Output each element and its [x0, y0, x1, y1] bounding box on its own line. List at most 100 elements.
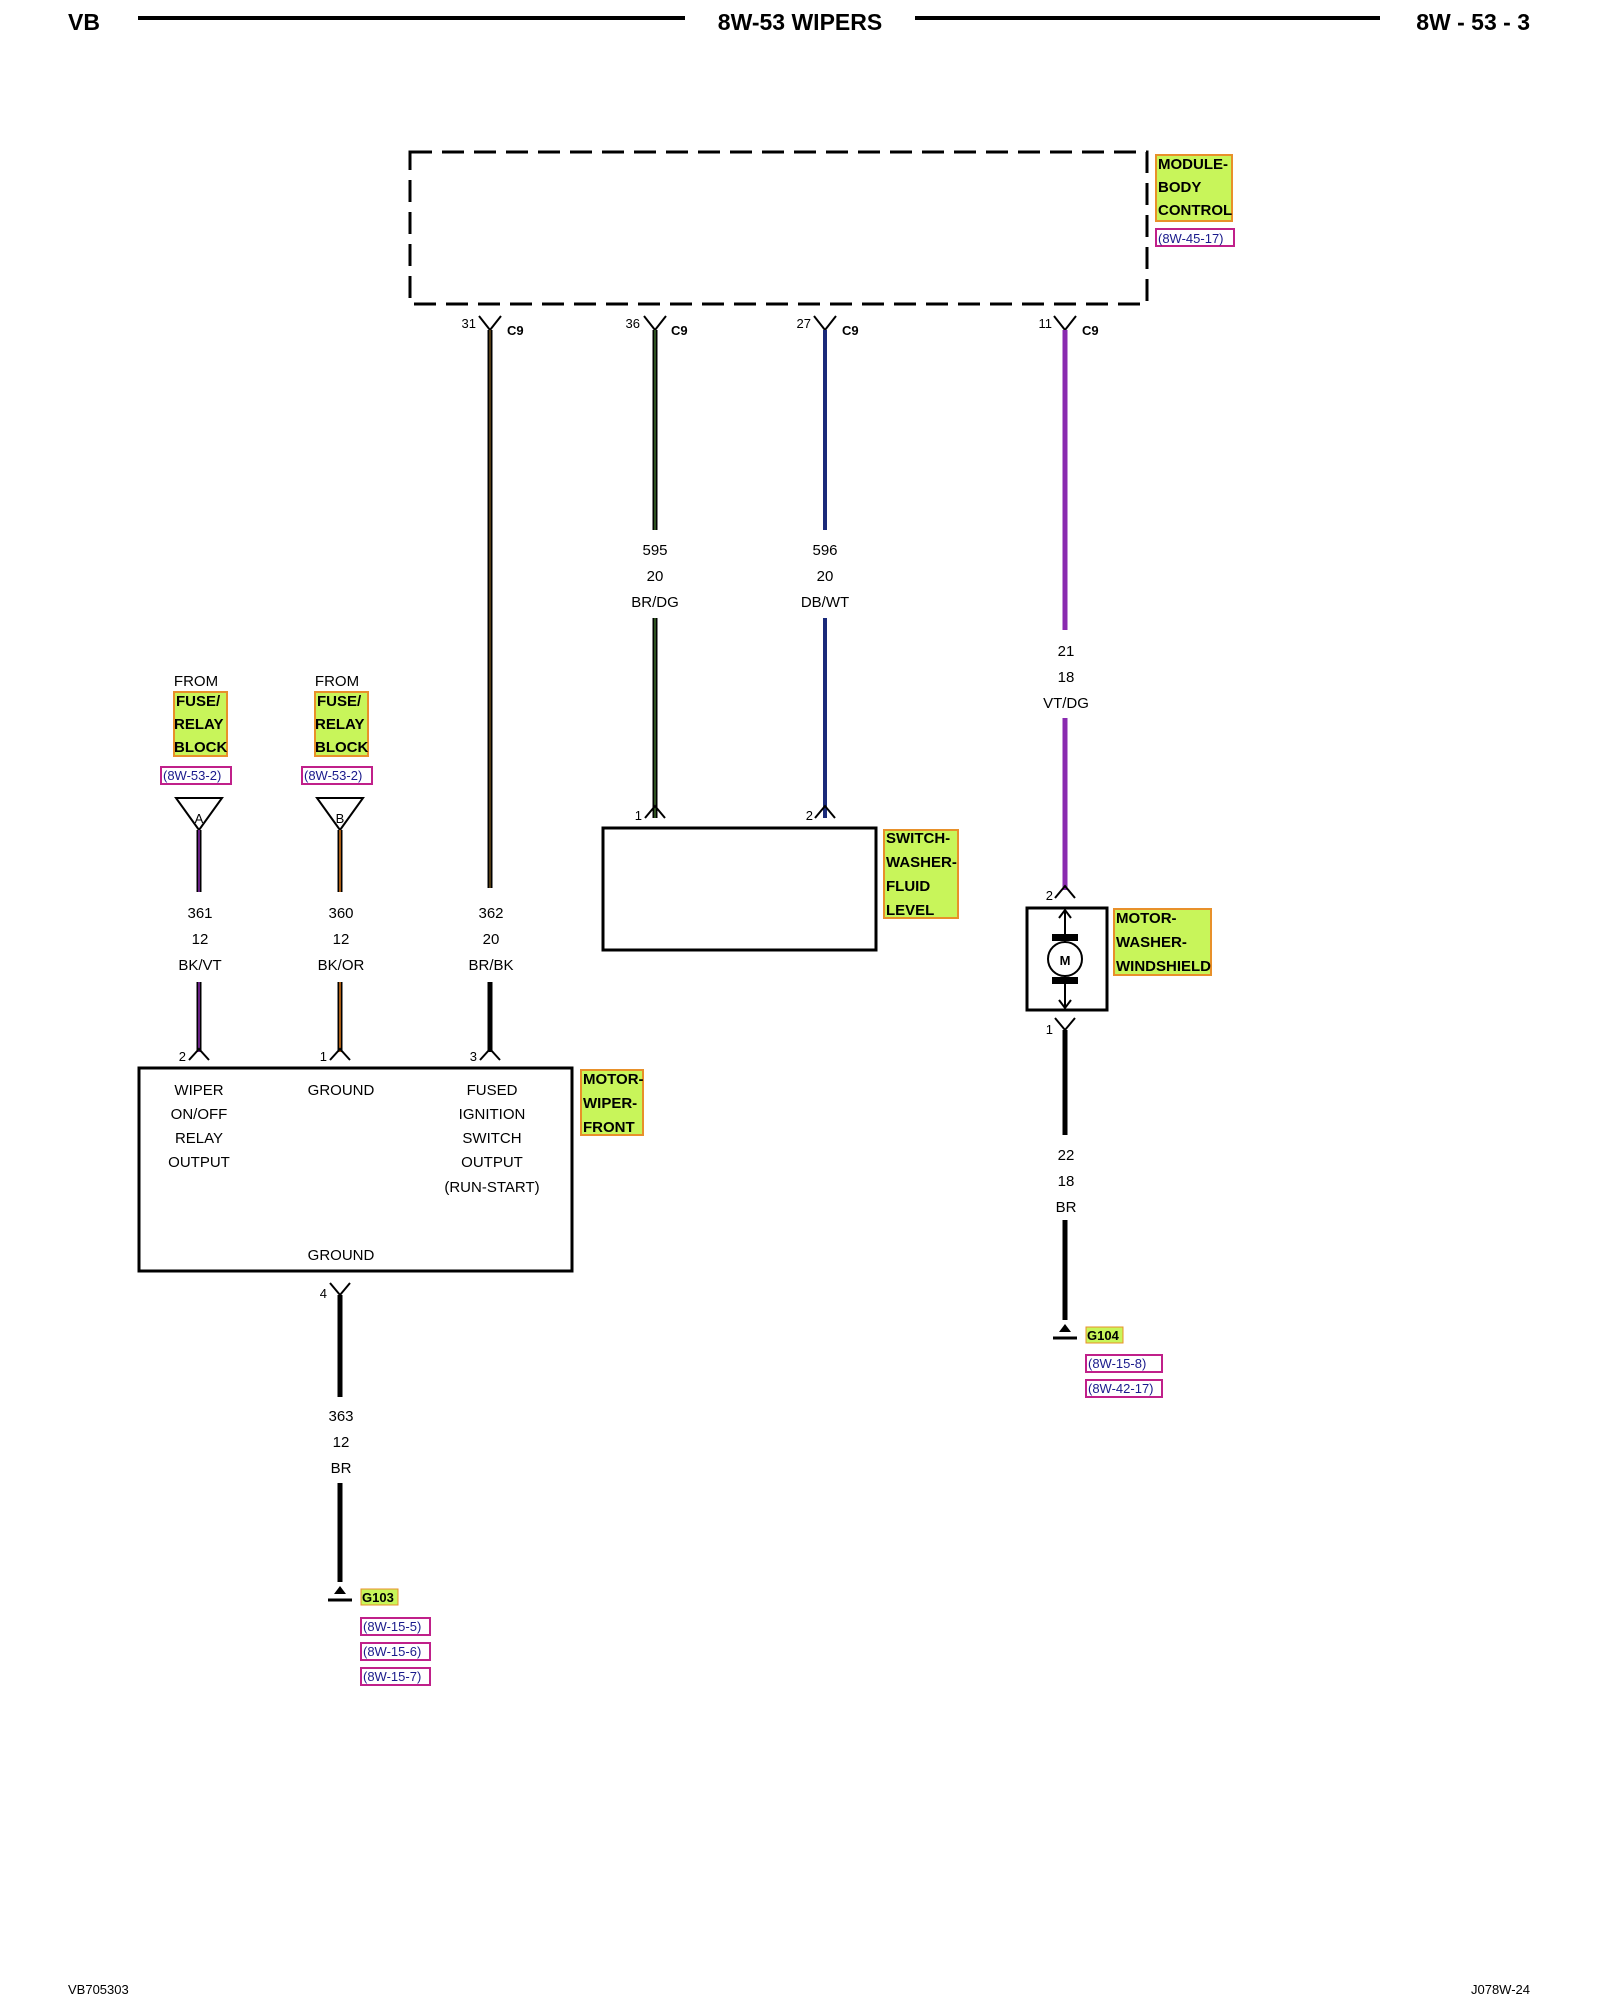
svg-text:(8W-45-17): (8W-45-17) [1158, 231, 1224, 246]
wire-363-label: 363 12 BR [328, 1408, 353, 1477]
wire-596-label: 596 20 DB/WT [801, 542, 849, 611]
svg-text:BODY: BODY [1158, 179, 1201, 196]
washer-motor-symbol: M [1047, 908, 1083, 1010]
wiper-motor-box [137, 1066, 574, 1273]
svg-text:(8W-42-17): (8W-42-17) [1088, 1381, 1154, 1396]
wire-361-label: 361 12 BK/VT [178, 905, 221, 974]
wiper-motor-pin-2: 2 [179, 1047, 210, 1064]
svg-text:G104: G104 [1087, 1328, 1120, 1343]
svg-text:20: 20 [647, 568, 664, 585]
module-reference[interactable]: (8W-45-17) [1155, 228, 1235, 247]
footer-right: J078W-24 [1471, 1982, 1530, 1997]
svg-text:FLUID: FLUID [886, 878, 930, 895]
svg-text:OUTPUT: OUTPUT [168, 1154, 230, 1171]
module-body-control-box [408, 150, 1149, 306]
washer-motor-label: MOTOR- WASHER- WINDSHIELD [1113, 908, 1212, 976]
svg-text:BLOCK: BLOCK [315, 739, 368, 756]
svg-text:RELAY: RELAY [175, 1130, 223, 1147]
svg-text:12: 12 [192, 931, 209, 948]
svg-text:BR: BR [331, 1460, 352, 1477]
g103-reference-2[interactable]: (8W-15-6) [360, 1642, 431, 1661]
module-pin-11: 11 C9 [1039, 315, 1099, 338]
svg-text:M: M [1060, 953, 1071, 968]
svg-text:(8W-15-5): (8W-15-5) [363, 1619, 421, 1634]
fuse-a-reference[interactable]: (8W-53-2) [160, 766, 232, 785]
wiper-motor-pin-4: 4 [320, 1282, 351, 1301]
g104-reference-1[interactable]: (8W-15-8) [1085, 1354, 1163, 1373]
svg-text:BK/VT: BK/VT [178, 957, 221, 974]
svg-text:DB/WT: DB/WT [801, 594, 849, 611]
g103-reference-3[interactable]: (8W-15-7) [360, 1667, 431, 1686]
svg-text:BR/BK: BR/BK [468, 957, 513, 974]
switch-pin-1: 1 [635, 804, 666, 823]
svg-text:G103: G103 [362, 1590, 394, 1605]
svg-text:1: 1 [635, 808, 642, 823]
svg-text:OUTPUT: OUTPUT [461, 1154, 523, 1171]
svg-text:(8W-15-7): (8W-15-7) [363, 1669, 421, 1684]
svg-text:LEVEL: LEVEL [886, 902, 934, 919]
svg-text:FUSE/: FUSE/ [317, 693, 362, 710]
svg-text:FUSE/: FUSE/ [176, 693, 221, 710]
washer-motor-pin-2: 2 [1046, 884, 1076, 903]
wire-595-label: 595 20 BR/DG [631, 542, 679, 611]
ground-g104-symbol [1053, 1324, 1077, 1340]
wiper-motor-fn-ignition-output: FUSED IGNITION SWITCH OUTPUT (RUN-START) [444, 1082, 539, 1196]
svg-text:2: 2 [806, 808, 813, 823]
svg-text:B: B [336, 811, 345, 826]
svg-text:2: 2 [179, 1049, 186, 1064]
svg-text:MOTOR-: MOTOR- [1116, 910, 1177, 927]
svg-text:12: 12 [333, 1434, 350, 1451]
svg-text:20: 20 [483, 931, 500, 948]
wire-360-label: 360 12 BK/OR [318, 905, 365, 974]
svg-text:(8W-53-2): (8W-53-2) [304, 768, 362, 783]
svg-text:SWITCH: SWITCH [462, 1130, 521, 1147]
module-pin-31: 31 C9 [462, 315, 524, 338]
header-left: VB [68, 9, 100, 35]
svg-text:11: 11 [1039, 316, 1053, 331]
page-title: 8W-53 WIPERS [718, 9, 882, 35]
washer-motor-pin-1: 1 [1046, 1017, 1076, 1037]
svg-text:RELAY: RELAY [174, 716, 223, 733]
svg-text:12: 12 [333, 931, 350, 948]
svg-text:WIPER: WIPER [174, 1082, 223, 1099]
g103-reference-1[interactable]: (8W-15-5) [360, 1617, 431, 1636]
svg-text:RELAY: RELAY [315, 716, 364, 733]
svg-text:596: 596 [812, 542, 837, 559]
svg-text:BLOCK: BLOCK [174, 739, 227, 756]
svg-text:ON/OFF: ON/OFF [171, 1106, 228, 1123]
svg-text:1: 1 [1046, 1022, 1053, 1037]
svg-text:FRONT: FRONT [583, 1119, 635, 1136]
wiper-motor-fn-relay-output: WIPER ON/OFF RELAY OUTPUT [168, 1082, 230, 1171]
switch-pin-2: 2 [806, 804, 836, 823]
wiper-motor-label: MOTOR- WIPER- FRONT [580, 1069, 644, 1136]
svg-text:C9: C9 [671, 323, 688, 338]
svg-text:2: 2 [1046, 888, 1053, 903]
svg-text:363: 363 [328, 1408, 353, 1425]
wire-22-label: 22 18 BR [1056, 1147, 1077, 1216]
g104-reference-2[interactable]: (8W-42-17) [1085, 1379, 1163, 1398]
svg-text:1: 1 [320, 1049, 327, 1064]
ground-g104-label: G104 [1085, 1326, 1124, 1344]
svg-text:36: 36 [626, 316, 640, 331]
svg-text:C9: C9 [1082, 323, 1099, 338]
svg-text:20: 20 [817, 568, 834, 585]
fuse-a-connector: A [174, 797, 224, 832]
svg-text:MODULE-: MODULE- [1158, 156, 1228, 173]
ground-g103-symbol [328, 1586, 352, 1602]
header-right: 8W - 53 - 3 [1416, 9, 1530, 35]
svg-text:WASHER-: WASHER- [886, 854, 957, 871]
svg-text:362: 362 [478, 905, 503, 922]
switch-washer-fluid-level-label: SWITCH- WASHER- FLUID LEVEL [883, 829, 959, 919]
fuse-b-reference[interactable]: (8W-53-2) [301, 766, 373, 785]
svg-text:C9: C9 [842, 323, 859, 338]
svg-text:WIPER-: WIPER- [583, 1095, 637, 1112]
svg-text:31: 31 [462, 316, 476, 331]
svg-text:C9: C9 [507, 323, 524, 338]
svg-text:(8W-15-6): (8W-15-6) [363, 1644, 421, 1659]
svg-text:FROM: FROM [174, 673, 218, 690]
svg-text:A: A [195, 811, 204, 826]
svg-text:22: 22 [1058, 1147, 1075, 1164]
module-pin-36: 36 C9 [626, 315, 688, 338]
